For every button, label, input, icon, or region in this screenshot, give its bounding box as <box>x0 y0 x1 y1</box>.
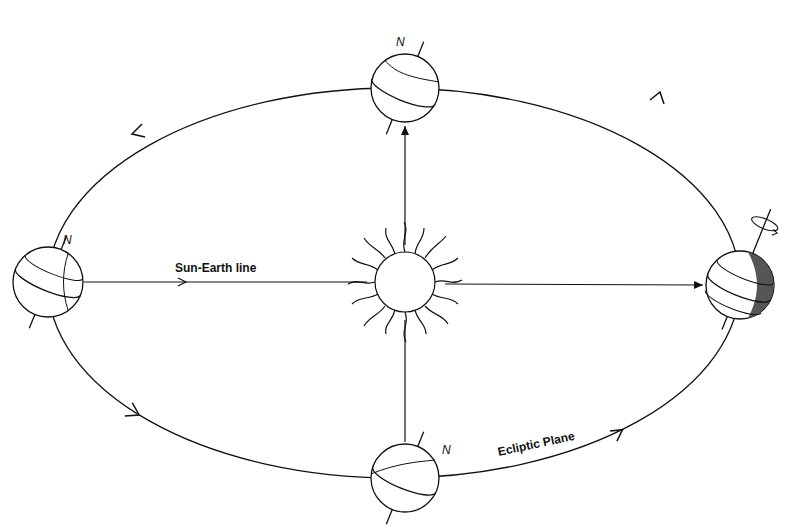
sun-earth-line-label: Sun-Earth line <box>175 262 256 274</box>
ecliptic-plane-label: Ecliptic Plane <box>497 430 576 458</box>
earth-top <box>355 29 456 147</box>
north-label: N <box>442 444 451 456</box>
north-label: N <box>63 234 72 246</box>
orbit-ellipse <box>48 88 740 478</box>
sun-earth-lines <box>84 126 703 442</box>
sun <box>348 222 462 342</box>
earth-left <box>0 223 99 342</box>
orbit-arrows <box>125 92 664 442</box>
earth-right <box>690 196 786 342</box>
north-label: N <box>396 36 405 48</box>
earth-bottom <box>355 419 456 530</box>
